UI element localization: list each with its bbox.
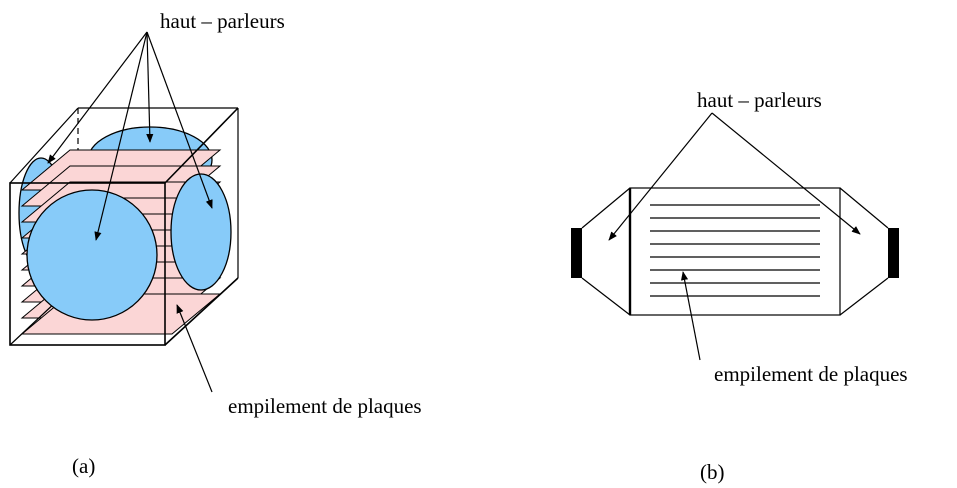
plate-stack-b bbox=[650, 204, 820, 297]
speaker-front bbox=[26, 189, 158, 321]
figure-b: haut – parleurs empilement de plaques (b… bbox=[571, 88, 908, 484]
plates-arrow-b bbox=[681, 271, 701, 361]
plates-arrow-a bbox=[176, 304, 213, 393]
speakers-label-b: haut – parleurs bbox=[697, 88, 822, 112]
plates-label-a: empilement de plaques bbox=[228, 394, 422, 418]
speakers-label-a: haut – parleurs bbox=[160, 9, 285, 33]
caption-b: (b) bbox=[700, 460, 725, 484]
figure-a: haut – parleurs empilement de plaques (a… bbox=[9, 9, 422, 478]
caption-a: (a) bbox=[72, 454, 95, 478]
speaker-right-side bbox=[170, 173, 232, 291]
speaker-left-driver bbox=[571, 228, 582, 278]
cube-front-face bbox=[9, 182, 166, 346]
speaker-arrows-b bbox=[608, 112, 861, 241]
plates-label-b: empilement de plaques bbox=[714, 362, 908, 386]
speaker-arrows-a bbox=[47, 31, 213, 241]
speaker-right-driver bbox=[888, 228, 899, 278]
